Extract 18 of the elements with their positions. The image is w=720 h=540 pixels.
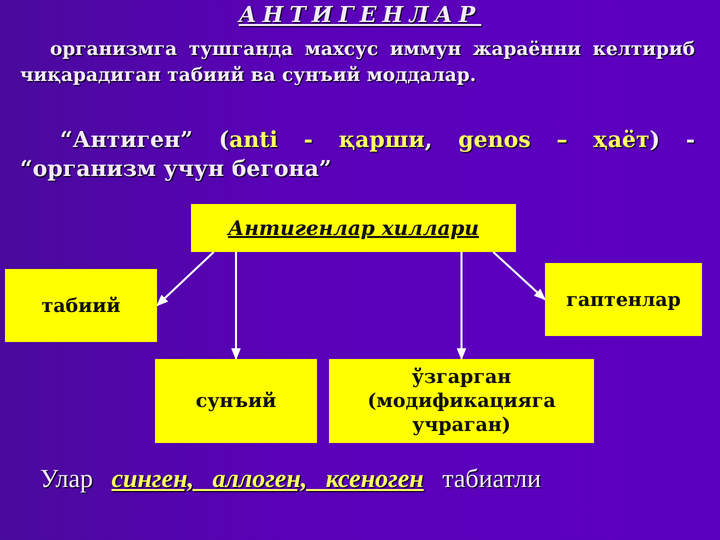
- category-box: [545, 263, 702, 336]
- box-label: сунъий: [196, 389, 276, 413]
- arrow: [156, 251, 214, 306]
- title: АНТИГЕНЛАР: [236, 2, 482, 28]
- arrow: [456, 252, 466, 360]
- definition-text: организмга тушганда махсус иммун жараённи келтириб чиқарадиган табиий ва сунъий моддалар.: [20, 38, 695, 88]
- arrow: [231, 252, 241, 360]
- box-label: ўзгарган (модификацияга учраган): [366, 365, 557, 437]
- note-text: “Антиген” (anti - қарши, genos – ҳаёт) - “организм учун бегона”: [20, 126, 695, 184]
- box-label: табиий: [41, 294, 121, 318]
- box-label: гаптенлар: [566, 288, 681, 312]
- heading-box: [191, 204, 516, 252]
- box-label: Антигенлар хиллари: [228, 216, 479, 240]
- arrow: [492, 251, 546, 300]
- note-text: Улар синген, аллоген, ксеноген табиатли: [39, 463, 542, 495]
- category-box: [329, 359, 594, 443]
- category-box: [155, 359, 317, 443]
- category-box: [5, 269, 157, 342]
